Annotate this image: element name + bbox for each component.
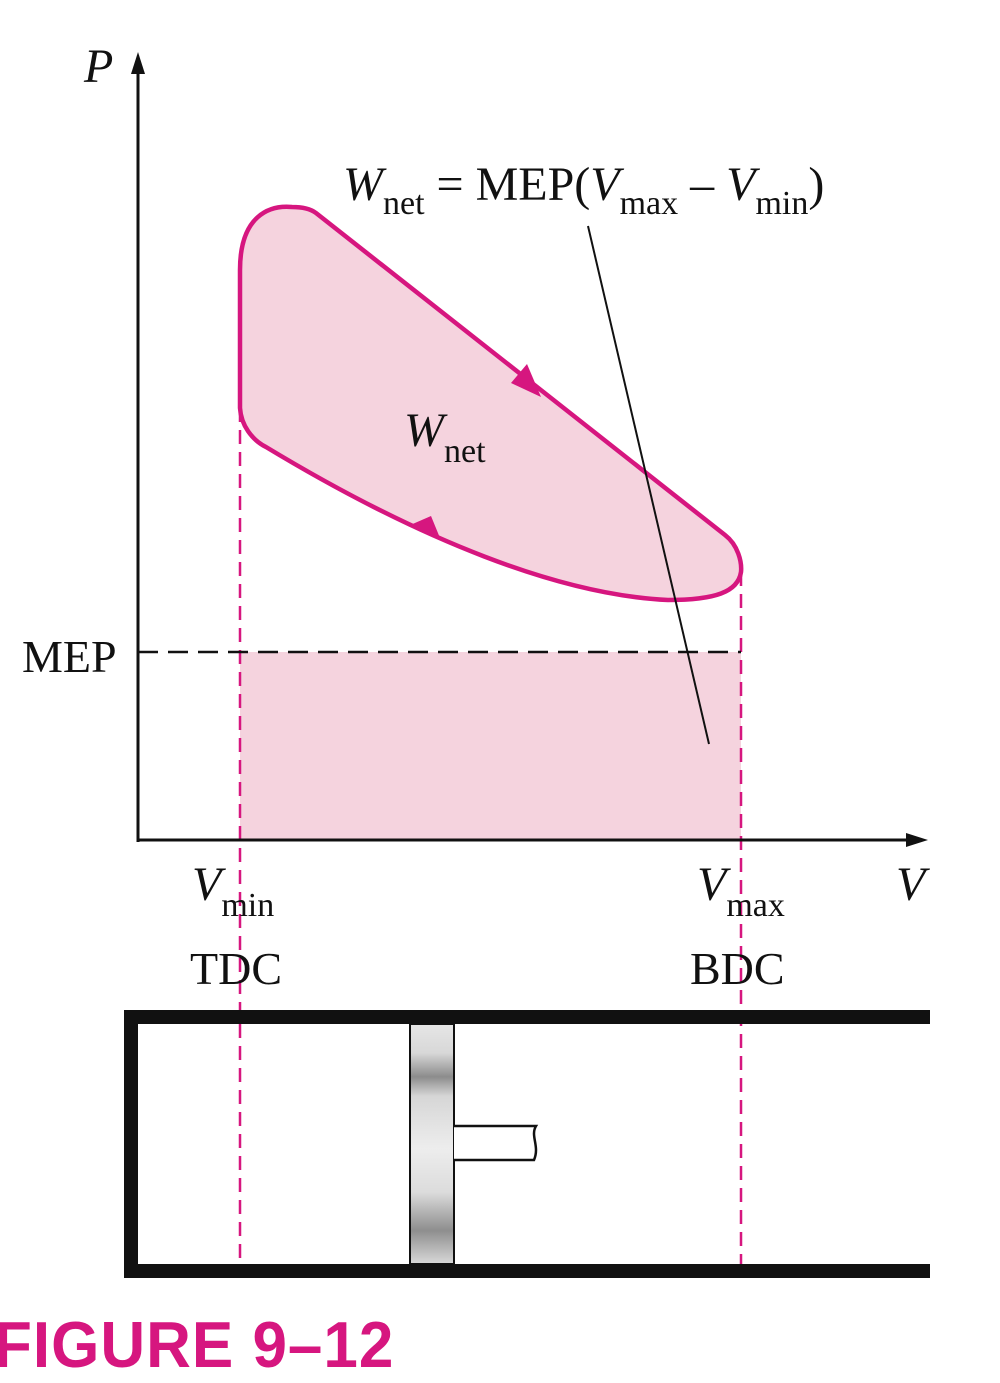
x-axis-arrow-icon	[906, 833, 928, 847]
eq-close: )	[808, 158, 824, 211]
cylinder-wall	[124, 1010, 930, 1278]
eq-v1: V	[590, 158, 624, 211]
eq-w: W	[343, 158, 387, 211]
y-axis-arrow-icon	[131, 52, 145, 74]
vmin-sub: min	[221, 887, 274, 924]
eq-minus: –	[678, 158, 726, 211]
vmax-label: Vmax	[697, 858, 785, 924]
x-axis-label: V	[896, 858, 930, 911]
compression-arrow-icon	[408, 516, 440, 538]
area-w: W	[404, 404, 448, 457]
eq-min-sub: min	[755, 185, 808, 222]
eq-equals-mep: = MEP(	[425, 158, 591, 211]
vmin-label: Vmin	[192, 858, 274, 924]
mep-work-area	[240, 652, 741, 840]
work-equation: Wnet = MEP(Vmax – Vmin)	[343, 158, 824, 222]
leader-line	[587, 225, 710, 745]
area-label: Wnet	[404, 404, 486, 470]
vmax-v: V	[697, 858, 731, 911]
cycle-loop	[237, 204, 744, 603]
mep-label: MEP	[22, 631, 117, 682]
y-axis-label: P	[83, 40, 113, 93]
piston-rod	[454, 1124, 539, 1162]
vmin-v: V	[192, 858, 226, 911]
eq-v2: V	[726, 158, 760, 211]
expansion-arrow-icon	[511, 364, 541, 397]
tdc-label: TDC	[190, 943, 282, 994]
figure-caption: FIGURE 9–12	[0, 1309, 395, 1382]
eq-net-sub: net	[383, 185, 425, 222]
bdc-label: BDC	[690, 943, 785, 994]
eq-max-sub: max	[620, 185, 679, 222]
vmax-sub: max	[726, 887, 785, 924]
piston	[409, 1023, 455, 1265]
area-net-sub: net	[444, 433, 486, 470]
